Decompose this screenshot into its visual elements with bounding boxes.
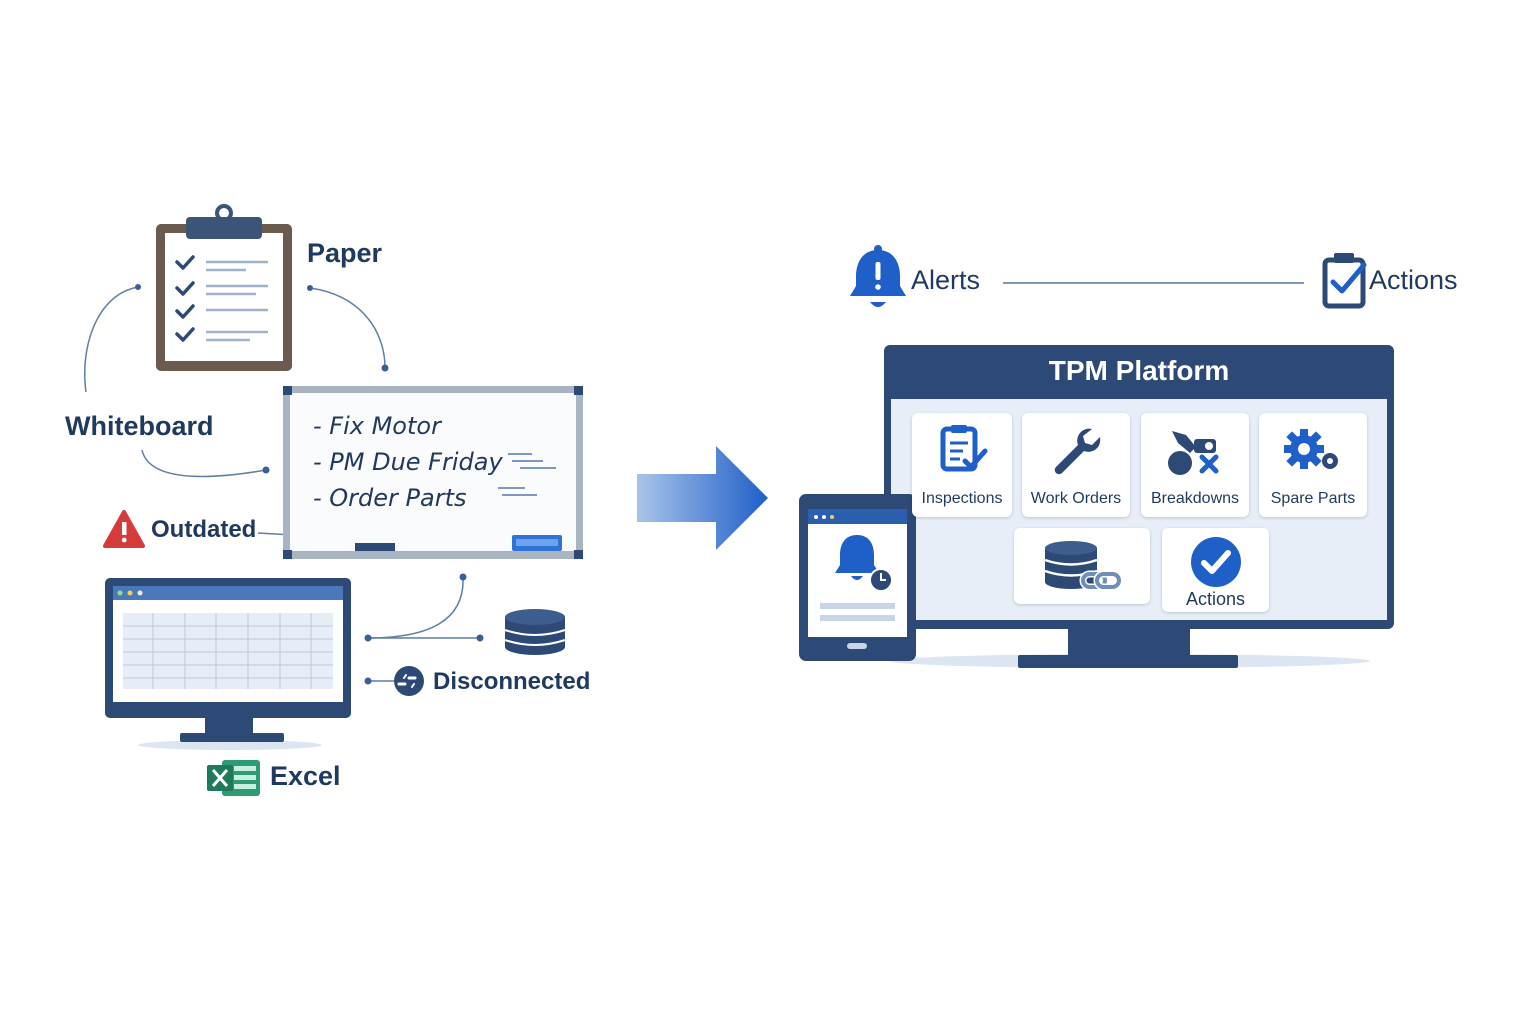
database-icon (504, 609, 566, 655)
alert-bell-icon (850, 245, 906, 307)
clipboard-icon (156, 204, 292, 371)
module-breakdowns[interactable]: Breakdowns (1141, 413, 1249, 517)
warning-icon (103, 510, 145, 548)
module-actions[interactable]: Actions (1162, 528, 1269, 612)
whiteboard-line: - Order Parts (313, 484, 467, 512)
inspection-checklist-icon (940, 425, 988, 472)
alerts-label: Alerts (911, 265, 981, 295)
spreadsheet-monitor (105, 578, 351, 750)
transition-arrow (637, 446, 768, 550)
module-label: Work Orders (1030, 490, 1122, 507)
disconnected-label: Disconnected (433, 668, 591, 695)
broken-tools-icon (1168, 431, 1219, 475)
whiteboard-line: - PM Due Friday (313, 448, 503, 476)
module-data-link[interactable] (1014, 528, 1150, 604)
connector-dots (135, 284, 484, 685)
platform-title: TPM Platform (1048, 355, 1230, 386)
module-label: Inspections (921, 490, 1003, 507)
whiteboard-line: - Fix Motor (313, 412, 441, 440)
broken-link-icon (394, 666, 424, 696)
paper-label: Paper (307, 238, 383, 268)
module-label: Actions (1185, 589, 1246, 609)
module-label: Breakdowns (1150, 490, 1240, 507)
excel-icon (207, 760, 260, 796)
gears-icon (1284, 429, 1338, 469)
excel-label: Excel (270, 761, 341, 791)
actions-label: Actions (1369, 265, 1458, 295)
whiteboard-label: Whiteboard (65, 411, 214, 441)
tablet-device (799, 494, 916, 661)
module-spare-parts[interactable]: Spare Parts (1259, 413, 1367, 517)
wrench-icon (1054, 428, 1101, 475)
module-work-orders[interactable]: Work Orders (1022, 413, 1130, 517)
module-inspections[interactable]: Inspections (912, 413, 1012, 517)
whiteboard-graphic (283, 386, 583, 559)
module-label: Spare Parts (1270, 490, 1356, 507)
check-circle-icon (1190, 537, 1241, 587)
database-link-icon (1044, 541, 1123, 591)
outdated-label: Outdated (151, 516, 257, 543)
clipboard-check-icon (1322, 253, 1367, 309)
